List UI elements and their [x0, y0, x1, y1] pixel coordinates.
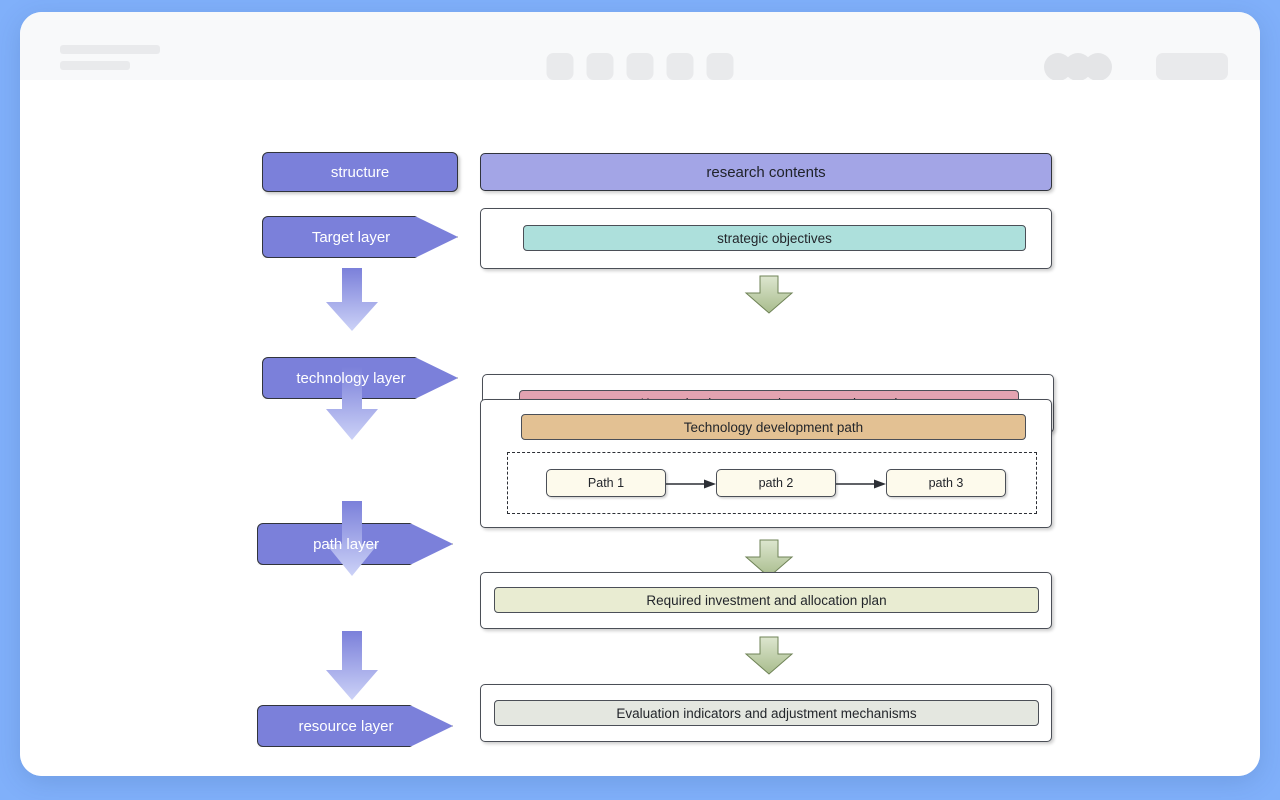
bar-label-strategic-objectives: strategic objectives [717, 230, 832, 246]
bar-required-investment[interactable]: Required investment and allocation plan [494, 587, 1039, 613]
titlebar-action-button[interactable] [1156, 53, 1228, 80]
app-window: structure Target layer technology layer [20, 12, 1260, 776]
titlebar-placeholder-bar-1 [60, 45, 160, 54]
titlebar [20, 12, 1260, 81]
structure-header-box[interactable]: structure [262, 152, 458, 192]
path-step-1[interactable]: Path 1 [546, 469, 666, 497]
layer-label-resource: resource layer [298, 717, 394, 735]
toolbar-square-1-button[interactable] [546, 53, 574, 80]
toolbar-square-3-button[interactable] [626, 53, 654, 80]
panel-required-investment: Required investment and allocation plan [480, 572, 1052, 629]
down-arrow-icon-3 [326, 501, 378, 576]
green-down-arrow-icon-3 [744, 539, 794, 578]
structure-header-label: structure [330, 163, 390, 181]
chevron-shape [262, 216, 458, 258]
titlebar-tool-group [546, 53, 734, 80]
layer-box-path[interactable]: path layer [257, 523, 453, 565]
bar-strategic-objectives[interactable]: strategic objectives [523, 225, 1026, 251]
path-step-3[interactable]: path 3 [886, 469, 1006, 497]
layer-label-technology: technology layer [296, 369, 406, 387]
layer-box-resource[interactable]: resource layer [257, 705, 453, 747]
bar-technology-development-path[interactable]: Technology development path [521, 414, 1026, 440]
path-step-1-label: Path 1 [587, 476, 625, 490]
titlebar-placeholder-group [60, 45, 160, 77]
down-arrow-icon-1 [326, 268, 378, 331]
path-step-3-label: path 3 [928, 476, 964, 490]
path-step-2-label: path 2 [758, 476, 794, 490]
bar-evaluation-indicators[interactable]: Evaluation indicators and adjustment mec… [494, 700, 1039, 726]
path-connector-arrow-2 [836, 479, 886, 489]
toolbar-square-4-button[interactable] [666, 53, 694, 80]
down-arrow-icon-4 [326, 631, 378, 700]
research-contents-label: research contents [706, 163, 826, 181]
layer-label-target: Target layer [311, 228, 391, 246]
path-connector-arrow-1 [666, 479, 716, 489]
bar-label-required-investment: Required investment and allocation plan [646, 592, 887, 608]
panel-evaluation-indicators: Evaluation indicators and adjustment mec… [480, 684, 1052, 742]
toolbar-square-2-button[interactable] [586, 53, 614, 80]
titlebar-placeholder-bar-2 [60, 61, 130, 70]
green-down-arrow-icon-4 [744, 636, 794, 675]
down-arrow-icon-2 [326, 367, 378, 440]
layer-box-target[interactable]: Target layer [262, 216, 458, 258]
bar-label-technology-development-path: Technology development path [683, 419, 864, 435]
green-down-arrow-icon-1 [744, 275, 794, 314]
layer-label-path: path layer [313, 535, 379, 553]
panel-strategic-objectives: strategic objectives [480, 208, 1052, 269]
toolbar-square-5-button[interactable] [706, 53, 734, 80]
diagram-canvas: structure Target layer technology layer [20, 80, 1260, 776]
avatar-3[interactable] [1084, 53, 1112, 81]
research-contents-header[interactable]: research contents [480, 153, 1052, 191]
bar-label-evaluation-indicators: Evaluation indicators and adjustment mec… [616, 705, 917, 721]
path-step-2[interactable]: path 2 [716, 469, 836, 497]
path-flow-dashed-container: Path 1 path 2 path 3 [507, 452, 1037, 514]
chevron-shape [257, 705, 453, 747]
avatar-group[interactable] [1044, 53, 1112, 81]
panel-technology-development-path: Technology development path Path 1 path … [480, 399, 1052, 528]
